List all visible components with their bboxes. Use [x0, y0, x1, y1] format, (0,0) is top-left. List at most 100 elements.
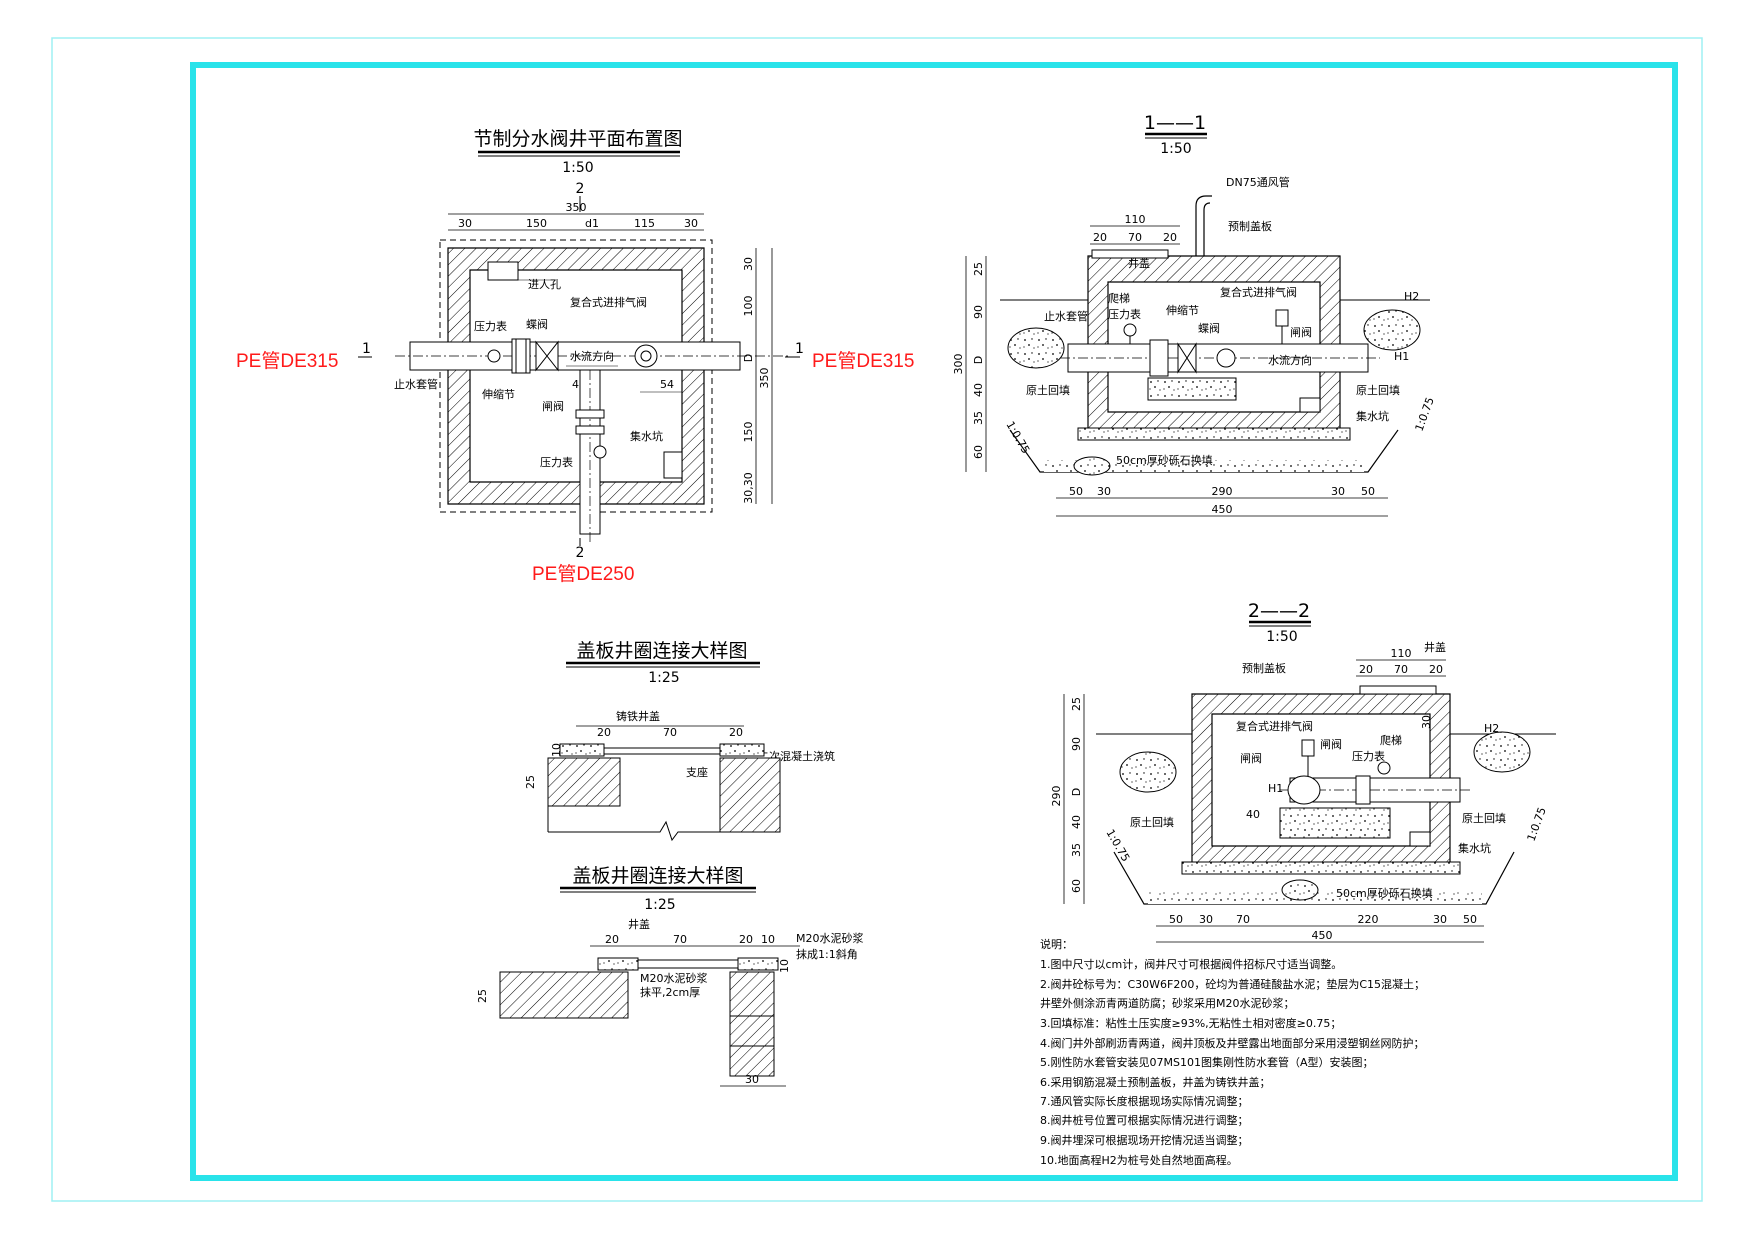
notes-heading: 说明：: [1040, 937, 1073, 951]
detail2-dim-e: 10: [778, 959, 791, 973]
sec11-tdim-c: 20: [1163, 231, 1177, 244]
sec11-bdim-total: 450: [1212, 503, 1233, 516]
sec22-sump: 集水坑: [1458, 841, 1491, 855]
sec11-tdim-a: 20: [1093, 231, 1107, 244]
sec22-bdim-b: 30: [1199, 913, 1213, 926]
sec11-bdim-b: 30: [1097, 485, 1111, 498]
sec11-backfill-r: 原土回填: [1356, 383, 1400, 397]
pipe-label-left: PE管DE315: [236, 350, 338, 372]
detail-1: 盖板井圈连接大样图 1:25 铸铁井盖 20 70 20 二次混凝土浇筑 支座 …: [524, 640, 835, 842]
sec22-well-cover: 井盖: [1424, 640, 1446, 654]
inner-frame: [190, 62, 1678, 1181]
sec11-cover-slab: 预制盖板: [1228, 219, 1272, 233]
detail2-scale: 1:25: [644, 897, 675, 913]
note-line: 井壁外侧涂沥青两道防腐；砂浆采用M20水泥砂浆；: [1040, 996, 1295, 1010]
plan-gauge-left: 压力表: [474, 319, 507, 333]
sec11-backfill-l: 原土回填: [1026, 383, 1070, 397]
detail2-mortar-m2: 抹平,2cm厚: [640, 986, 700, 999]
sec11-air-valve: 复合式进排气阀: [1220, 285, 1297, 299]
sec11-bdim-c: 290: [1212, 485, 1233, 498]
sec11-tdim-total: 110: [1125, 213, 1146, 226]
sec11-butterfly: 蝶阀: [1198, 321, 1220, 335]
plan-rdim-a: 30: [742, 257, 755, 271]
plan-rdim-c: D: [742, 354, 755, 362]
plan-gauge-bottom: 压力表: [540, 455, 573, 469]
plan-rdim-total: 350: [758, 368, 771, 389]
sec11-sand: 50cm厚砂砾石换填: [1116, 453, 1213, 467]
sec22-ldim-f: 60: [1070, 879, 1083, 893]
note-line: 4.阀门井外部刷沥青两道，阀井顶板及井壁露出地面部分采用浸塑钢丝网防护；: [1040, 1036, 1425, 1050]
sec11-ldim-total: 300: [952, 354, 965, 375]
sec11-ldim-c: D: [972, 356, 985, 364]
sec22-bdim-c: 70: [1236, 913, 1250, 926]
sec22-tdim-c: 20: [1429, 663, 1443, 676]
detail2-dim-w: 30: [745, 1073, 759, 1086]
plan-sec1-right: 1: [795, 341, 804, 357]
pipe-label-bottom: PE管DE250: [532, 563, 634, 585]
note-line: 1.图中尺寸以cm计，阀井尺寸可根据阀件招标尺寸适当调整。: [1040, 957, 1342, 971]
sec11-tdim-b: 70: [1128, 231, 1142, 244]
plan-air-valve: 复合式进排气阀: [570, 295, 647, 309]
detail2-dim-b: 70: [673, 933, 687, 946]
sec22-slope-r: 1:0.75: [1525, 805, 1549, 843]
note-line: 2.阀井砼标号为：C30W6F200，砼均为普通硅酸盐水泥；垫层为C15混凝土；: [1040, 977, 1425, 991]
sec22-gate-top: 闸阀: [1320, 737, 1342, 751]
sec11-h2: H2: [1404, 290, 1419, 303]
sec11-title: 1——1: [1144, 112, 1206, 134]
plan-view: 节制分水阀井平面布置图 1:50 2 350 30 150 d1 115 30 …: [236, 128, 914, 585]
sec22-cover-slab: 预制盖板: [1242, 661, 1286, 675]
detail1-title: 盖板井圈连接大样图: [576, 640, 747, 662]
detail2-mortar-r1: M20水泥砂浆: [796, 931, 864, 945]
note-line: 9.阀井埋深可根据现场开挖情况适当调整；: [1040, 1133, 1249, 1147]
note-line: 6.采用钢筋混凝土预制盖板，井盖为铸铁井盖；: [1040, 1075, 1271, 1089]
sec22-bdim-a: 50: [1169, 913, 1183, 926]
sec22-gauge: 压力表: [1352, 749, 1385, 763]
plan-scale: 1:50: [562, 160, 593, 176]
sec22-ldim-total: 290: [1050, 786, 1063, 807]
plan-rdim-b: 100: [742, 296, 755, 317]
sec11-gauge: 压力表: [1108, 307, 1141, 321]
sec11-ldim-a: 25: [972, 262, 985, 276]
sec22-slope-l: 1:0.75: [1103, 827, 1132, 864]
plan-sec1-left: 1: [362, 341, 371, 357]
sec22-h2: H2: [1484, 722, 1499, 735]
plan-flow: 水流方向: [570, 349, 614, 363]
plan-rdim-e: 30,30: [742, 472, 755, 504]
sec22-air-valve: 复合式进排气阀: [1236, 719, 1313, 733]
sec11-well-cover: 井盖: [1128, 256, 1150, 270]
detail2-dim-h: 25: [476, 989, 489, 1003]
detail2-title: 盖板井圈连接大样图: [572, 865, 743, 887]
detail1-dim-d: 10: [550, 743, 563, 757]
sec11-bdim-d: 30: [1331, 485, 1345, 498]
sec22-backfill-r: 原土回填: [1462, 811, 1506, 825]
plan-title: 节制分水阀井平面布置图: [473, 128, 682, 150]
notes: 说明： 1.图中尺寸以cm计，阀井尺寸可根据阀件招标尺寸适当调整。 2.阀井砼标…: [1040, 937, 1425, 1167]
detail2-cover: 井盖: [628, 917, 650, 931]
detail1-dim-a: 20: [597, 726, 611, 739]
sec22-ldim-b: 90: [1070, 737, 1083, 751]
plan-sump: 集水坑: [630, 429, 663, 443]
detail1-dim-c: 20: [729, 726, 743, 739]
detail2-mortar-m1: M20水泥砂浆: [640, 971, 708, 985]
note-line: 5.刚性防水套管安装见07MS101图集刚性防水套管（A型）安装图；: [1040, 1055, 1373, 1069]
detail2-dim-a: 20: [605, 933, 619, 946]
pipe-label-right: PE管DE315: [812, 350, 914, 372]
sec22-tdim-total: 110: [1391, 647, 1412, 660]
plan-expansion: 伸缩节: [482, 388, 515, 401]
plan-dim-total: 350: [566, 201, 587, 214]
section-2-2: 2——2 1:50 井盖 预制盖板 110 20 70 20 30 30 50c…: [1050, 600, 1556, 943]
detail1-scale: 1:25: [648, 670, 679, 686]
detail2-mortar-r2: 抹成1:1斜角: [796, 948, 858, 961]
sec22-ldim-e: 35: [1070, 843, 1083, 857]
note-line: 3.回填标准：粘性土压实度≥93%,无粘性土相对密度≥0.75；: [1040, 1016, 1341, 1030]
sec11-h1: H1: [1394, 350, 1409, 363]
sec11-expansion: 伸缩节: [1166, 304, 1199, 317]
detail1-support: 支座: [686, 765, 708, 779]
sec11-ldim-b: 90: [972, 305, 985, 319]
sec22-scale: 1:50: [1266, 629, 1297, 645]
sec22-ldim-a: 25: [1070, 697, 1083, 711]
plan-sleeve: 止水套管: [394, 377, 438, 391]
sec11-gate: 闸阀: [1290, 325, 1312, 339]
sec11-flow: 水流方向: [1268, 353, 1312, 367]
